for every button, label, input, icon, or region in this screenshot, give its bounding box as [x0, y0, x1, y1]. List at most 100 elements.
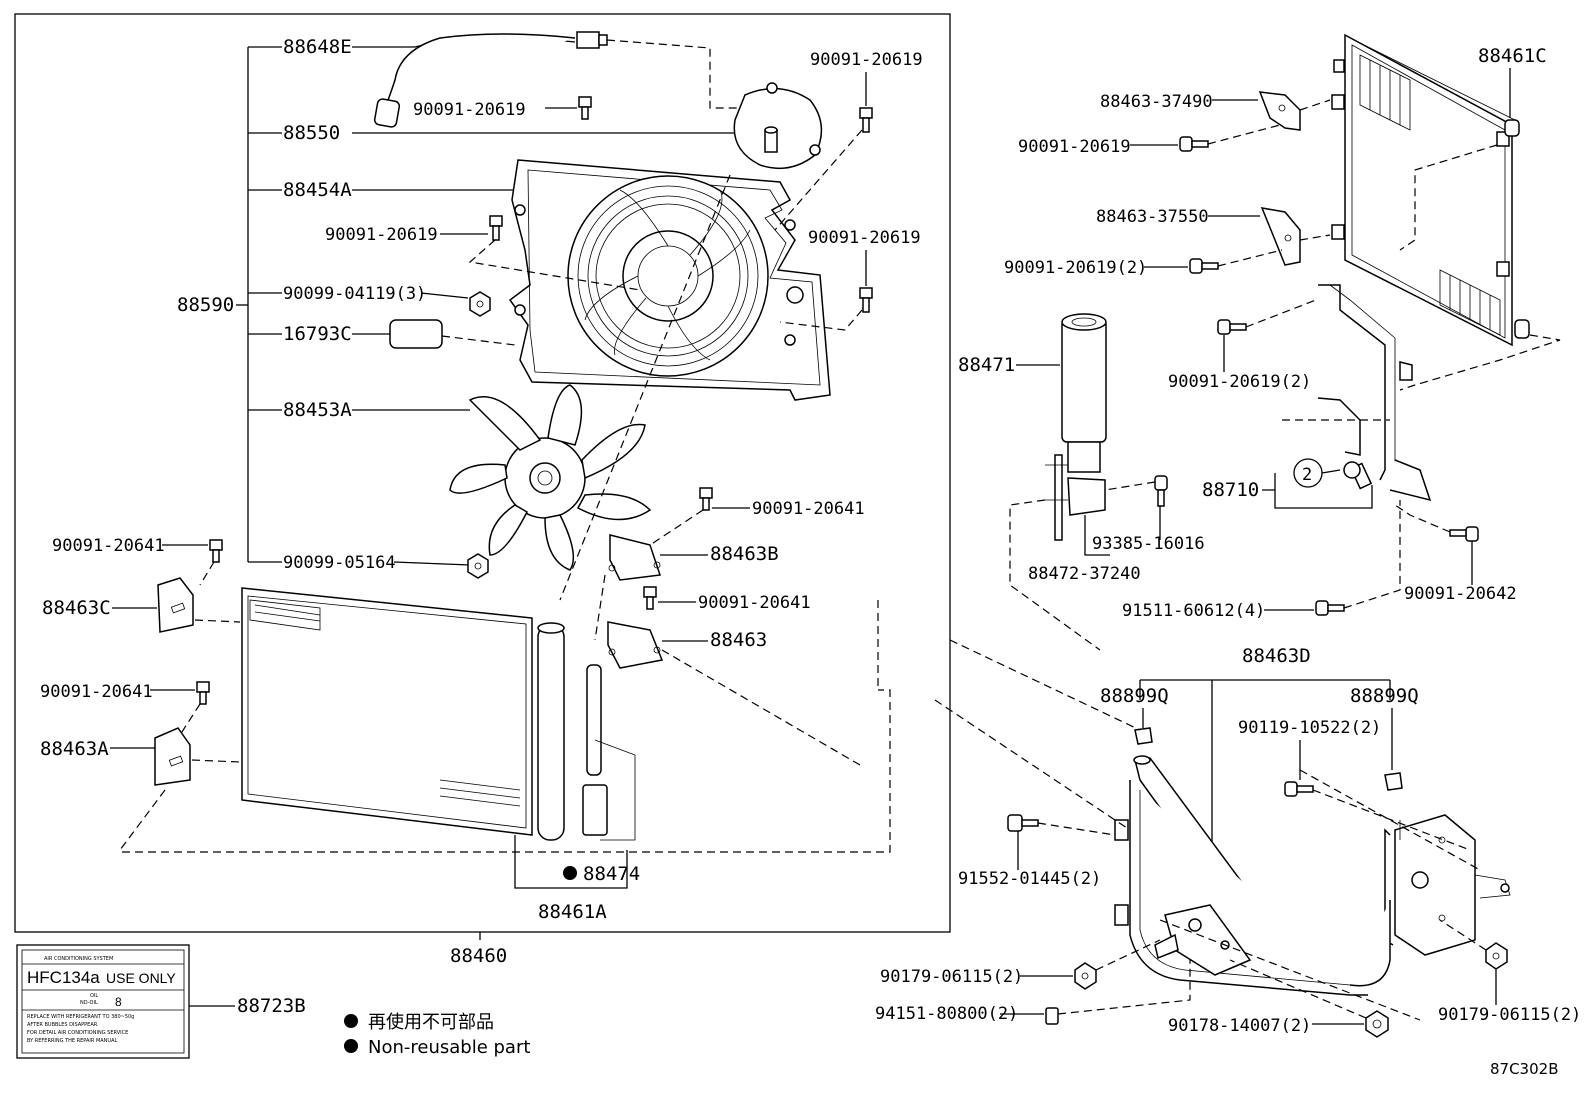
legend: 再使用不可部品 Non-reusable part — [344, 1012, 530, 1058]
fan-shroud-88454A — [508, 159, 831, 401]
condenser-88461A — [241, 587, 565, 841]
label-88474: 88474 — [583, 863, 640, 885]
pipe-88710 — [1317, 284, 1432, 502]
label-88463B: 88463B — [710, 543, 779, 565]
label-tag-line4: BY REFERRING THE REPAIR MANUAL — [27, 1038, 118, 1044]
label-bolt-90091-20641-a: 90091-20641 — [52, 536, 165, 556]
label-90179-06115-a: 90179-06115(2) — [880, 967, 1023, 987]
label-tag-oil-value: 8 — [115, 995, 122, 1009]
bolt-90091-20619-b — [859, 107, 873, 133]
label-bolt-90091-20641-d: 90091-20641 — [698, 593, 811, 613]
label-88461C: 88461C — [1478, 45, 1547, 67]
legend-non-reusable-en: Non-reusable part — [368, 1037, 530, 1058]
ac-label-88723B: AIR CONDITIONING SYSTEM HFC134a USE ONLY… — [16, 944, 190, 1059]
label-bolt-90091-20619-e: 90091-20619 — [1018, 137, 1131, 157]
bolt-90091-20619-d — [859, 287, 873, 313]
label-88463-37490: 88463-37490 — [1100, 92, 1213, 112]
condenser-88461C — [1331, 33, 1530, 347]
label-93385-16016: 93385-16016 — [1092, 534, 1205, 554]
label-90179-06115-b: 90179-06115(2) — [1438, 1005, 1581, 1025]
label-88463A: 88463A — [40, 738, 109, 760]
label-94151-80800: 94151-80800(2) — [875, 1004, 1018, 1024]
bolt-93385-16016 — [1154, 475, 1168, 507]
bolt-90091-20642 — [1449, 526, 1479, 542]
label-bolt-90091-20642: 90091-20642 — [1404, 584, 1517, 604]
label-bolt-90091-20619-b: 90091-20619 — [810, 50, 923, 70]
label-90178-14007: 90178-14007(2) — [1168, 1016, 1311, 1036]
nut-90099-04119 — [469, 291, 491, 317]
label-88648E: 88648E — [283, 36, 352, 58]
bracket-88463 — [607, 621, 664, 669]
label-circle-2: 2 — [1302, 465, 1312, 485]
nut-90179-06115-a — [1074, 962, 1097, 990]
assembly-frame-88460 — [14, 13, 951, 933]
label-88463C: 88463C — [42, 597, 111, 619]
bracket-88463-37550 — [1260, 207, 1301, 266]
label-bolt-90091-20619-d: 90091-20619 — [808, 228, 921, 248]
label-88550: 88550 — [283, 122, 340, 144]
label-88463: 88463 — [710, 629, 767, 651]
bolt-91552-01445 — [1007, 814, 1039, 832]
legend-non-reusable-jp: 再使用不可部品 — [368, 1012, 494, 1033]
label-90119-10522: 90119-10522(2) — [1238, 718, 1381, 738]
dash-connectors-right — [934, 639, 1481, 1021]
filter-88474 — [582, 664, 636, 841]
fan-blade-88453A — [449, 384, 652, 571]
nut-90099-05164 — [467, 553, 489, 579]
bracket-88463C — [157, 577, 194, 633]
label-88710: 88710 — [1202, 479, 1259, 501]
label-tag-refrigerant: HFC134a — [27, 968, 100, 987]
label-16793C: 16793C — [283, 323, 352, 345]
receiver-88471 — [1061, 313, 1107, 473]
label-90099-05164: 90099-05164 — [283, 553, 396, 573]
clip-88899Q-b — [1384, 772, 1403, 791]
label-88723B: 88723B — [237, 995, 306, 1017]
label-tag-oil-no: ND-OIL — [80, 1000, 98, 1006]
label-91511-60612: 91511-60612(4) — [1122, 601, 1265, 621]
nut-90179-06115-b — [1485, 942, 1508, 970]
label-tag-title: AIR CONDITIONING SYSTEM — [44, 956, 113, 962]
bolt-90091-20619-e — [1179, 136, 1209, 152]
pipe-bracket-88463D — [1114, 755, 1511, 996]
label-tag-line3: FOR DETAIL AIR CONDITIONING SERVICE — [27, 1030, 128, 1036]
label-tag-line1: REPLACE WITH REFRIGERANT TO 380~50g — [27, 1014, 134, 1020]
nut-90178-14007 — [1365, 1010, 1389, 1038]
bolt-90091-20641-d — [643, 586, 657, 610]
label-88472-37240: 88472-37240 — [1028, 564, 1141, 584]
label-88454A: 88454A — [283, 179, 352, 201]
bracket-88463B — [608, 534, 662, 581]
seal-16793C — [389, 319, 443, 349]
bolt-90091-20619-2b — [1217, 319, 1247, 335]
label-88899Q-b: 88899Q — [1350, 685, 1419, 707]
label-88453A: 88453A — [283, 399, 352, 421]
label-88590: 88590 — [177, 294, 234, 316]
label-bolt-90091-20619-a: 90091-20619 — [413, 100, 526, 120]
clip-88899Q-a — [1134, 727, 1153, 745]
label-88471: 88471 — [958, 354, 1015, 376]
label-90099-04119: 90099-04119(3) — [283, 284, 426, 304]
label-tag-line2: AFTER BUBBLES DISAPPEAR. — [27, 1022, 99, 1028]
label-bolt-90091-20641-c: 90091-20641 — [752, 499, 865, 519]
label-88460: 88460 — [450, 945, 507, 967]
bolt-90091-20641-c — [699, 487, 713, 511]
label-91552-01445: 91552-01445(2) — [958, 869, 1101, 889]
label-88463-37550: 88463-37550 — [1096, 207, 1209, 227]
sensor-wire-88648E — [373, 31, 742, 128]
label-88899Q-a: 88899Q — [1100, 685, 1169, 707]
bolt-90119-10522 — [1284, 781, 1314, 797]
bolt-91511-60612 — [1315, 600, 1345, 616]
diagram-code: 87C302B — [1490, 1060, 1558, 1078]
label-88463D: 88463D — [1242, 645, 1311, 667]
label-tag-oil: OIL — [90, 993, 98, 999]
label-bolt-90091-20619-2a: 90091-20619(2) — [1004, 258, 1147, 278]
bolt-90091-20619-2a — [1189, 258, 1219, 274]
bracket-88463A — [154, 727, 191, 786]
bolt-90091-20641-a — [209, 539, 223, 563]
group-bracket-88590 — [236, 46, 282, 563]
label-tag-use-only: USE ONLY — [106, 970, 176, 986]
bolt-90091-20641-b — [196, 681, 210, 705]
label-88461A: 88461A — [538, 901, 607, 923]
non-reusable-dot — [563, 866, 577, 880]
